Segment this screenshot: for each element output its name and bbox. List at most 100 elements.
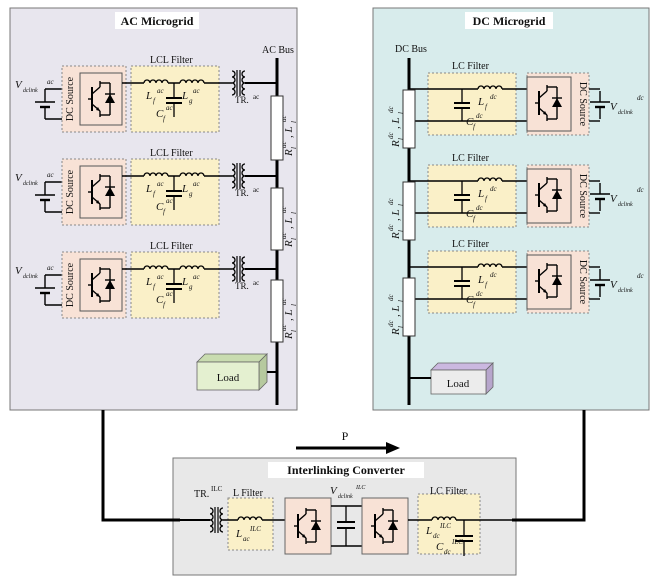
dc-load-label: Load xyxy=(447,378,470,390)
ac-line-r-sup: ac xyxy=(280,232,288,240)
dc-vdc-sub: dclink xyxy=(618,202,633,208)
ac-filter-label: LCL Filter xyxy=(150,241,193,252)
dc-line-r-label: R xyxy=(390,328,402,336)
dc-line-r-label: R xyxy=(390,140,402,148)
ac-lg-label: L xyxy=(181,276,188,288)
dc-vdc-label: V xyxy=(610,279,618,291)
dc-vdc-label: V xyxy=(610,101,618,113)
ac-inverter xyxy=(79,72,123,126)
ac-lg-sup: ac xyxy=(193,87,201,95)
ac-line-l-sup: ac xyxy=(280,206,288,214)
ac-line-r-sub: l xyxy=(290,238,298,240)
ac-line-l-label: , L xyxy=(283,126,295,138)
dc-line-r-sub: l xyxy=(397,326,405,328)
dc-vdc-sup: dc xyxy=(637,94,645,102)
ac-line-r-label: R xyxy=(283,332,295,340)
ac-line-l-sup: ac xyxy=(280,115,288,123)
ac-tr-sup: ac xyxy=(253,279,259,287)
dc-dc-source-label: DC Source xyxy=(577,260,588,305)
dc-vdc-sup: dc xyxy=(637,272,645,280)
ac-line-r-sub: l xyxy=(290,147,298,149)
ac-vdc-sub: dclink xyxy=(23,181,38,187)
ac-cf-sub: f xyxy=(163,208,166,216)
ac-lg-sup: ac xyxy=(193,273,201,281)
ac-tr-label: TR. xyxy=(235,281,249,291)
ilc-lc-filter-label: LC Filter xyxy=(430,486,468,497)
ilc-title: Interlinking Converter xyxy=(287,463,405,477)
ac-lf-label: L xyxy=(145,183,152,195)
ac-lcl-filter-box xyxy=(130,65,220,133)
ac-line-r-sup: ac xyxy=(280,141,288,149)
dc-filter-label: LC Filter xyxy=(452,61,490,72)
ilc-vdc-label: V xyxy=(330,485,338,497)
dc-converter xyxy=(526,76,572,132)
dc-line-l-sup: dc xyxy=(387,106,395,114)
ac-to-ilc-line xyxy=(101,410,180,522)
ac-lg-label: L xyxy=(181,90,188,102)
ac-line-l-sub: l xyxy=(290,304,298,306)
ac-cf-sup: ac xyxy=(166,290,174,298)
ilc-lac-sup: ILC xyxy=(249,525,261,533)
dc-filter-label: LC Filter xyxy=(452,239,490,250)
ac-cf-label: C xyxy=(156,294,164,306)
dc-line-r-sup: dc xyxy=(387,320,395,328)
ac-cf-label: C xyxy=(156,108,164,120)
ilc-lac-label: L xyxy=(235,528,242,540)
dc-lc-filter-box xyxy=(427,164,517,228)
ac-line-r-label: R xyxy=(283,240,295,248)
ilc-ldc-sup: ILC xyxy=(439,522,451,530)
dc-lc-filter-box xyxy=(427,250,517,314)
dc-cf-sub: f xyxy=(473,123,476,131)
dc-line-l-sup: dc xyxy=(387,198,395,206)
ac-cf-sup: ac xyxy=(166,104,174,112)
ac-vdc-sup: ac xyxy=(47,264,55,272)
ac-vdc-sup: ac xyxy=(47,171,55,179)
ilc-l-filter-label: L Filter xyxy=(233,488,264,499)
ac-lg-sub: g xyxy=(189,97,193,105)
dc-lf-sup: dc xyxy=(490,93,498,101)
ac-tr-label: TR. xyxy=(235,188,249,198)
dc-cf-label: C xyxy=(466,294,474,306)
ac-lf-sup: ac xyxy=(157,87,165,95)
dc-line-l-sub: l xyxy=(397,112,405,114)
dc-line-l-sup: dc xyxy=(387,294,395,302)
ac-vdc-sub: dclink xyxy=(23,88,38,94)
ac-lg-sup: ac xyxy=(193,180,201,188)
dc-lf-label: L xyxy=(477,188,484,200)
dc-line-l-label: , L xyxy=(390,305,402,317)
dc-load: Load xyxy=(409,362,494,395)
ac-vdc-sup: ac xyxy=(47,78,55,86)
dc-line-r-sup: dc xyxy=(387,224,395,232)
ilc-converter-ac xyxy=(284,497,332,555)
ac-line-l-label: , L xyxy=(283,217,295,229)
dc-line-l-label: , L xyxy=(390,117,402,129)
ac-line-r-label: R xyxy=(283,149,295,157)
ac-lg-sub: g xyxy=(189,283,193,291)
dc-converter xyxy=(526,168,572,224)
ac-cf-label: C xyxy=(156,201,164,213)
ac-line-l-sup: ac xyxy=(280,298,288,306)
ac-cf-sub: f xyxy=(163,301,166,309)
ac-line-r-sup: ac xyxy=(280,324,288,332)
dc-line-r-sub: l xyxy=(397,230,405,232)
ac-lf-label: L xyxy=(145,276,152,288)
ac-cf-sub: f xyxy=(163,115,166,123)
dc-vdc-label: V xyxy=(610,193,618,205)
dc-lc-filter-box xyxy=(427,72,517,136)
ac-lg-sub: g xyxy=(189,190,193,198)
dc-lf-sub: f xyxy=(485,281,488,289)
dc-cf-sup: dc xyxy=(476,112,484,120)
dc-lf-sub: f xyxy=(485,103,488,111)
dc-line-l-sub: l xyxy=(397,204,405,206)
ac-vdc-label: V xyxy=(15,265,23,277)
ilc-lc-filter-box xyxy=(417,493,481,555)
dc-lf-sub: f xyxy=(485,195,488,203)
ac-load-label: Load xyxy=(217,372,240,384)
ac-lf-label: L xyxy=(145,90,152,102)
dc-line-l-sub: l xyxy=(397,300,405,302)
dc-line-r-sub: l xyxy=(397,138,405,140)
ac-vdc-label: V xyxy=(15,79,23,91)
